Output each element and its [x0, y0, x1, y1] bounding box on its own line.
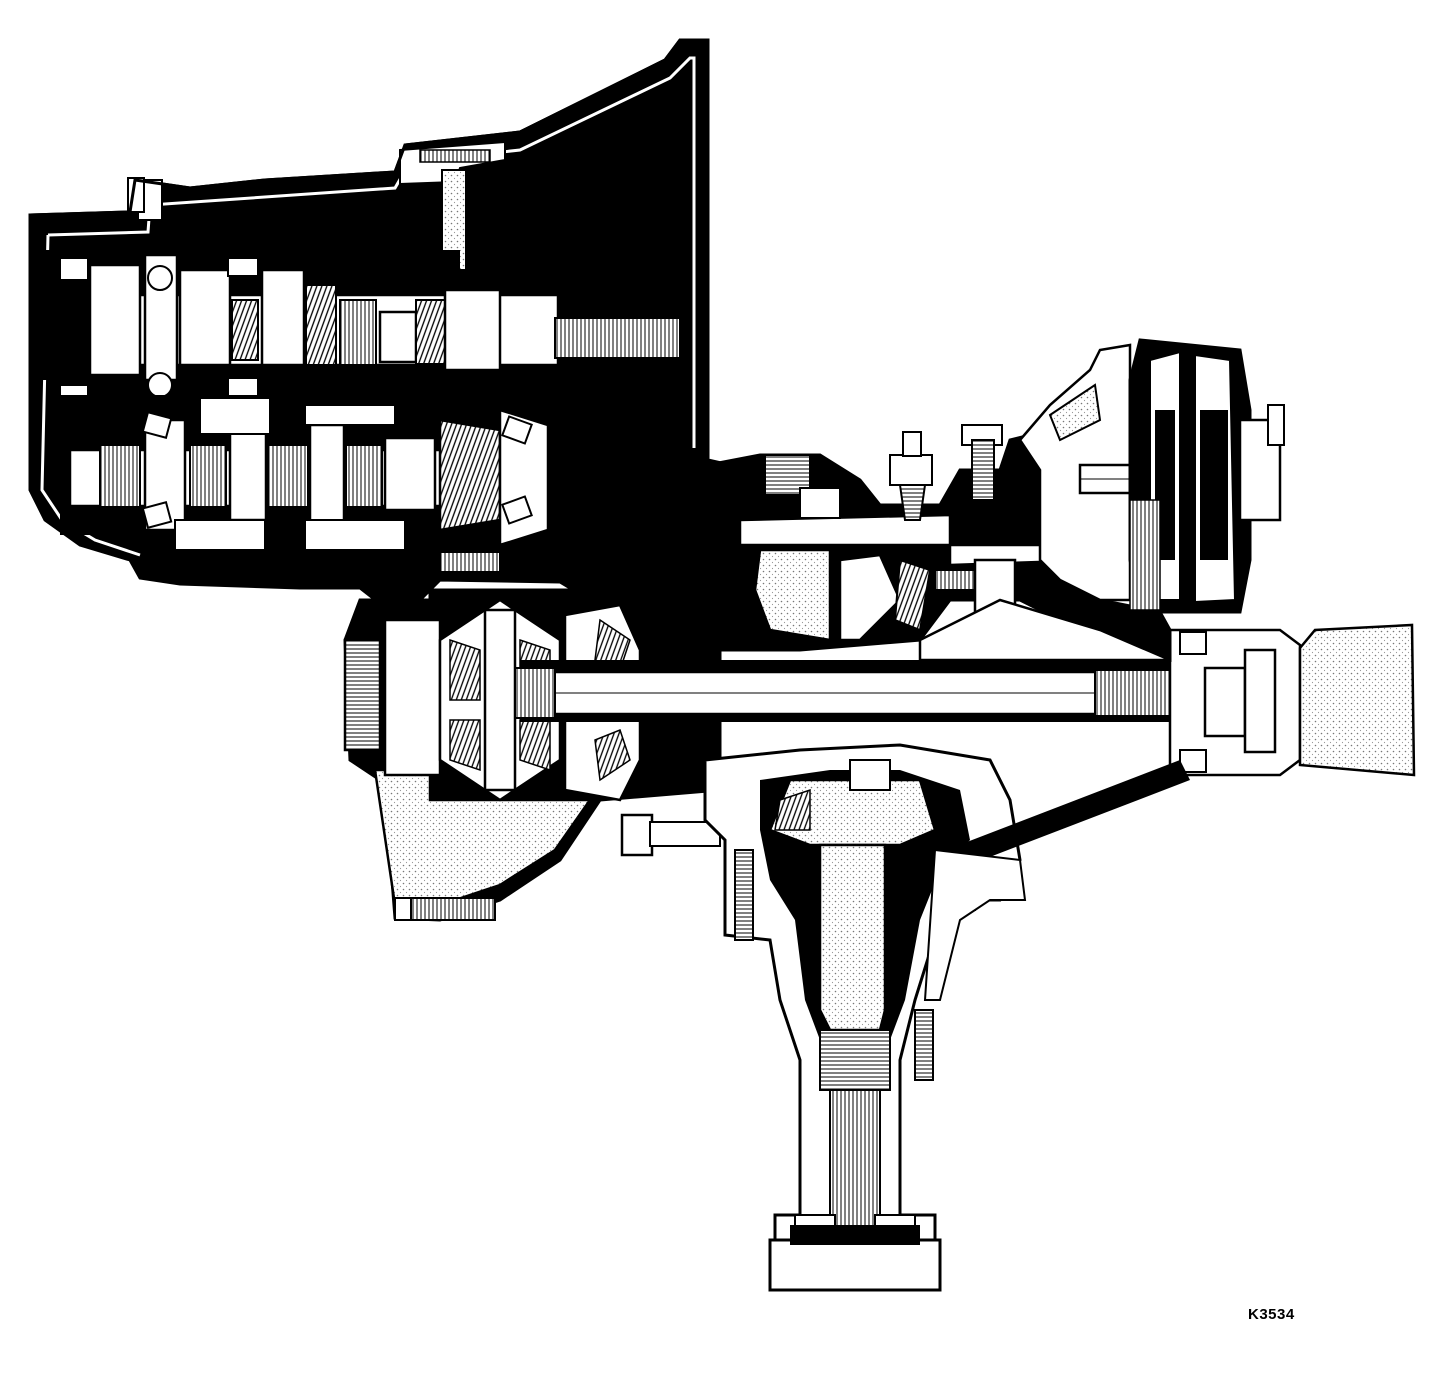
drive-half-shaft: [514, 660, 1220, 722]
output-flange: [1168, 623, 1416, 777]
transfer-output-housing: [703, 743, 1190, 1292]
output-shaft-assembly: [60, 395, 550, 551]
viscous-coupling: [1018, 338, 1285, 614]
input-shaft-assembly: [40, 250, 681, 408]
differential-housing: [343, 588, 722, 922]
figure-reference-code: K3534: [1248, 1306, 1295, 1323]
assembly-outline: [29, 38, 710, 460]
casing-bolts: [127, 177, 501, 921]
